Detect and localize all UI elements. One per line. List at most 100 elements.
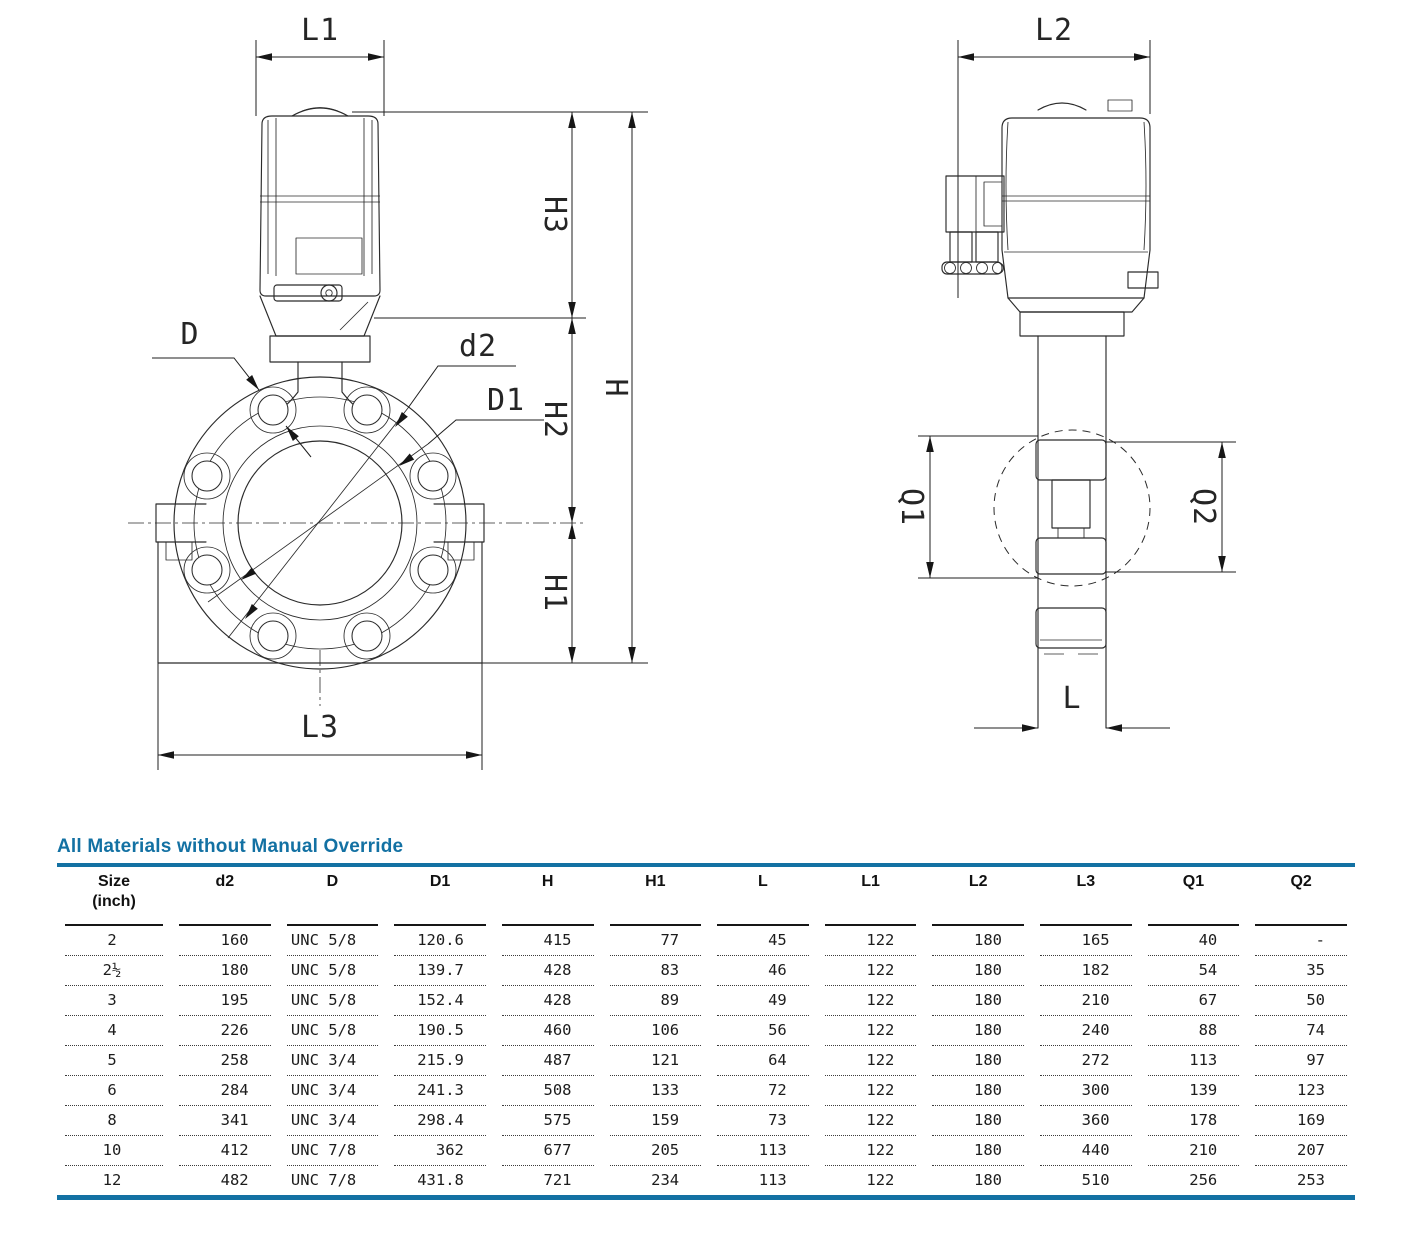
valve-body-side <box>993 373 1151 729</box>
table-cell: 178 <box>1140 1106 1248 1136</box>
table-cell: 54 <box>1140 956 1248 986</box>
table-cell: 300 <box>1032 1076 1140 1106</box>
table-cell: 341 <box>171 1106 279 1136</box>
table-cell: 139.7 <box>386 956 494 986</box>
dim-label-h1: H1 <box>537 574 572 612</box>
table-cell: 412 <box>171 1136 279 1166</box>
actuator-lever <box>273 284 343 302</box>
table-cell: 180 <box>974 1171 1002 1189</box>
column-header-label: Q1 <box>1182 873 1205 890</box>
table-cell: 64 <box>709 1046 817 1076</box>
dim-label-l1: L1 <box>301 13 339 48</box>
dim-label-d2: d2 <box>459 329 497 364</box>
dim-L3: L3 <box>157 663 483 770</box>
table-cell: 8 <box>57 1106 171 1136</box>
table-cell: 122 <box>817 986 925 1016</box>
table-cell: 240 <box>1032 1016 1140 1046</box>
table-cell: 121 <box>602 1046 710 1076</box>
column-header: H <box>494 869 602 926</box>
table-cell: 83 <box>602 956 710 986</box>
table-cell: 207 <box>1247 1136 1355 1166</box>
table-cell: 190.5 <box>386 1016 494 1046</box>
column-header-label: Size <box>97 873 130 890</box>
table-cell: 195 <box>171 986 279 1016</box>
table-cell: 88 <box>1140 1016 1248 1046</box>
table-cell: 165 <box>1032 926 1140 956</box>
table-cell: 272 <box>1032 1046 1140 1076</box>
table-cell: 298.4 <box>386 1106 494 1136</box>
dim-label-h3: H3 <box>537 196 572 234</box>
table-cell: UNC 7/8 <box>290 1171 357 1189</box>
table-cell: 180 <box>924 1046 1032 1076</box>
table-cell: 6 <box>57 1076 171 1106</box>
dim-label-h2: H2 <box>537 401 572 439</box>
table-cell: 180 <box>924 1076 1032 1106</box>
table-cell: 122 <box>817 1016 925 1046</box>
table-cell: 10 <box>57 1136 171 1166</box>
column-header-label: D1 <box>429 873 451 890</box>
table-cell: 40 <box>1140 926 1248 956</box>
table-cell: 46 <box>709 956 817 986</box>
table-cell: 428 <box>494 986 602 1016</box>
table-cell: 460 <box>494 1016 602 1046</box>
column-header: Size(inch) <box>57 869 171 926</box>
dim-H-stack: H3 H2 H1 H <box>352 111 648 664</box>
table-cell: 50 <box>1247 986 1355 1016</box>
actuator-side-flange <box>1019 311 1125 337</box>
table-cell: 74 <box>1247 1016 1355 1046</box>
dim-Q1: Q1 <box>894 435 1038 579</box>
table-cell: 180 <box>924 956 1032 986</box>
table-cell: 2½ <box>57 956 171 986</box>
table-cell: 362 <box>386 1136 494 1166</box>
table-cell: 67 <box>1140 986 1248 1016</box>
table-cell: 256 <box>1189 1171 1218 1189</box>
column-header: L1 <box>817 869 925 926</box>
table-cell: 89 <box>602 986 710 1016</box>
table-cell: 226 <box>171 1016 279 1046</box>
table-cell: 721 <box>543 1171 572 1189</box>
table-cell: 510 <box>1081 1171 1110 1189</box>
table-cell: 180 <box>924 926 1032 956</box>
table-cell: 180 <box>924 986 1032 1016</box>
column-header: H1 <box>602 869 710 926</box>
table-cell: 4 <box>57 1016 171 1046</box>
table-cell: 205 <box>602 1136 710 1166</box>
table-cell: 160 <box>171 926 279 956</box>
dimension-table-section: All Materials without Manual Override Si… <box>57 836 1355 1200</box>
actuator-side <box>941 99 1159 375</box>
dim-L2: L2 <box>957 13 1151 298</box>
column-header-label: L2 <box>968 873 988 890</box>
table-cell: 73 <box>709 1106 817 1136</box>
table-cell: 415 <box>494 926 602 956</box>
table-cell: 482 <box>220 1171 249 1189</box>
table-cell: 241.3 <box>386 1076 494 1106</box>
column-header: L3 <box>1032 869 1140 926</box>
table-cell: UNC 3/4 <box>279 1106 387 1136</box>
column-header: Q2 <box>1247 869 1355 926</box>
dim-label-h: H <box>598 378 633 397</box>
front-view-drawing: L1 <box>128 13 648 770</box>
table-cell: 3 <box>57 986 171 1016</box>
table-cell: 35 <box>1247 956 1355 986</box>
table-cell: 56 <box>709 1016 817 1046</box>
table-cell: 487 <box>494 1046 602 1076</box>
table-cell: 122 <box>817 926 925 956</box>
table-cell: 122 <box>817 956 925 986</box>
table-cell: 428 <box>494 956 602 986</box>
cable-gland <box>941 175 1005 275</box>
dim-label-l: L <box>1062 681 1081 716</box>
table-cell: 180 <box>171 956 279 986</box>
dim-label-d: D <box>180 317 199 352</box>
table-cell: 122 <box>866 1171 895 1189</box>
table-cell: UNC 5/8 <box>279 986 387 1016</box>
table-cell: 77 <box>602 926 710 956</box>
actuator-flange <box>269 335 371 363</box>
column-header: L2 <box>924 869 1032 926</box>
